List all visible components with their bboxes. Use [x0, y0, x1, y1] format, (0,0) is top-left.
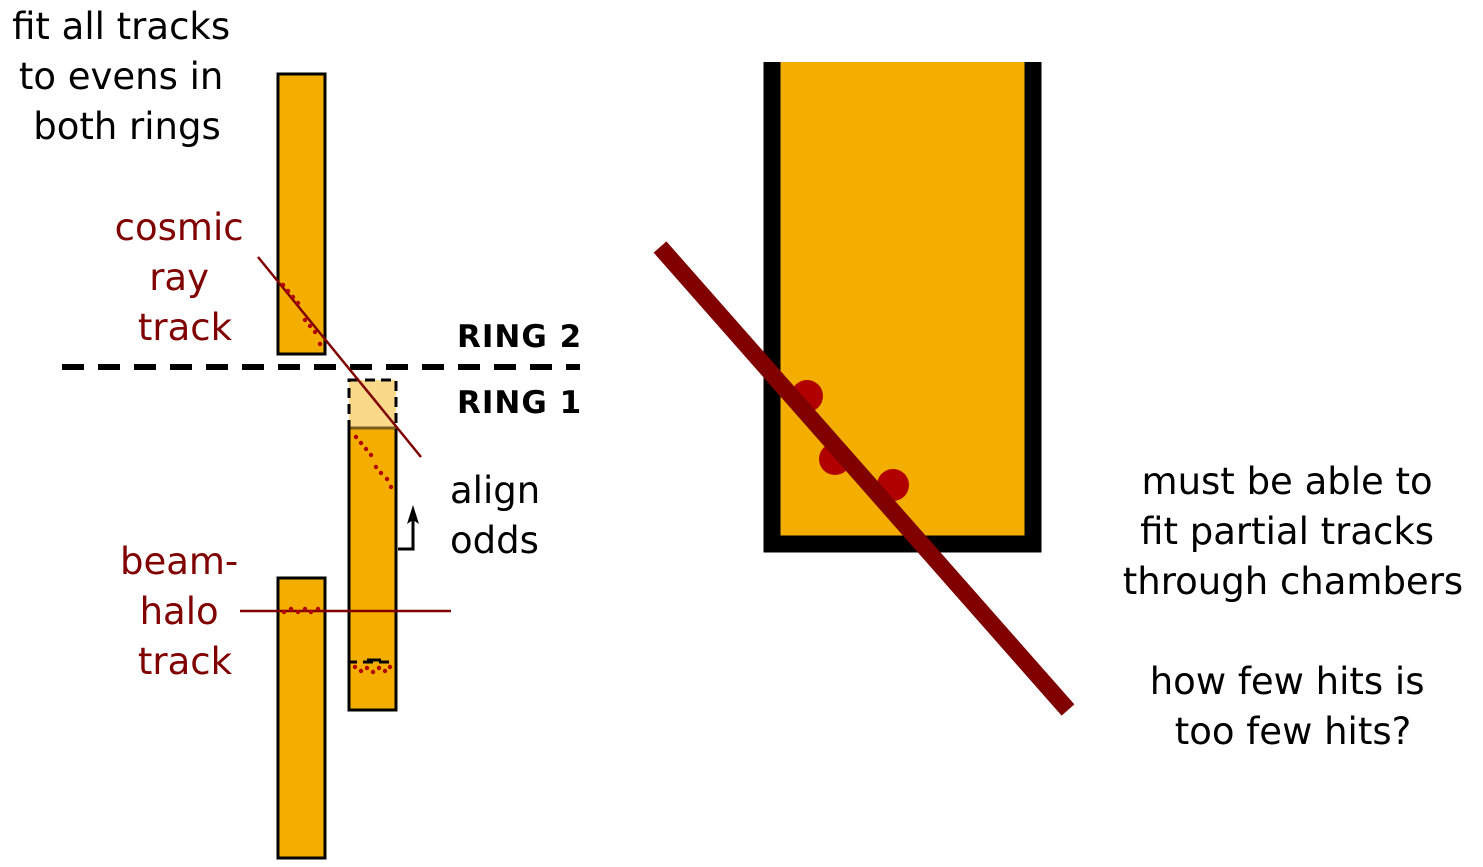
ring2-even-chamber	[276, 72, 327, 356]
align-odds-line-1: align	[450, 469, 540, 512]
align-arrow-icon	[398, 517, 415, 551]
ring-2-label: RING 2	[457, 319, 582, 355]
ring1-even-chamber	[276, 576, 327, 860]
odd-chamber-shifted-outline	[347, 378, 398, 664]
partial-tracks-line-1: must be able to	[1142, 460, 1433, 503]
beam-halo-line-3: track	[138, 640, 233, 683]
align-odds-label: align odds	[450, 469, 552, 562]
partial-tracks-line-2: fit partial tracks	[1140, 510, 1434, 553]
beam-halo-line-1: beam-	[120, 540, 238, 583]
few-hits-line-2: too few hits?	[1175, 710, 1412, 753]
partial-tracks-line-3: through chambers	[1123, 560, 1463, 603]
fit-all-tracks-line-1: fit all tracks	[12, 5, 230, 48]
cosmic-ray-hits-ring2	[280, 282, 323, 347]
cosmic-ray-line-3: track	[138, 306, 233, 349]
few-hits-question-label: how few hits is too few hits?	[1150, 660, 1437, 753]
partial-tracks-label: must be able to fit partial tracks throu…	[1123, 460, 1463, 603]
cosmic-ray-track-label: cosmic ray track	[115, 206, 256, 349]
fit-all-tracks-line-2: to evens in	[19, 55, 224, 98]
beam-halo-track-label: beam- halo track	[120, 540, 250, 683]
odd-chamber-overlap	[349, 380, 396, 428]
cosmic-ray-line-2: ray	[149, 256, 209, 299]
zoomed-partial-track	[653, 241, 1075, 716]
fit-all-tracks-line-3: both rings	[33, 105, 221, 148]
fit-all-tracks-label: fit all tracks to evens in both rings	[12, 5, 242, 148]
beam-halo-hits-even	[281, 606, 321, 615]
beam-halo-line-2: halo	[140, 590, 219, 633]
few-hits-line-1: how few hits is	[1150, 660, 1425, 703]
zoomed-chamber-body	[763, 62, 1042, 553]
cosmic-ray-track-line	[257, 256, 422, 458]
align-arrowhead-icon	[407, 505, 419, 524]
beam-halo-hits-odd	[352, 664, 393, 675]
ring-1-label: RING 1	[457, 385, 582, 421]
align-odds-line-2: odds	[450, 519, 539, 562]
cosmic-ray-hits-ring1	[353, 434, 394, 490]
cosmic-ray-line-1: cosmic	[115, 206, 244, 249]
